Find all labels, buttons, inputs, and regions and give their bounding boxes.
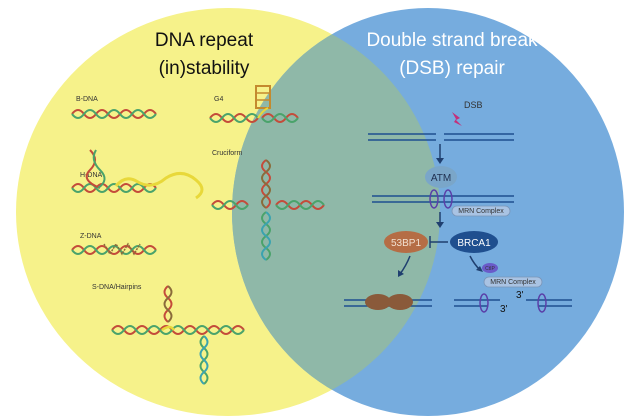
mrn-complex-1 (451, 205, 511, 217)
hr-resection-result (454, 293, 572, 313)
mrn-complex-2-label: MRN Complex (490, 279, 536, 286)
atm-label: ATM (431, 173, 451, 184)
dsb-lightning-icon (452, 112, 462, 126)
cruciform-label: Cruciform (212, 150, 243, 157)
right-title-line2: (DSB) repair (399, 58, 505, 79)
ctip-label: CtIP (485, 266, 495, 272)
bdna-label: B-DNA (76, 96, 98, 103)
left-title-line2: (in)stability (159, 58, 250, 79)
brca1-node (450, 231, 498, 253)
hdna-label: H-DNA (80, 172, 102, 179)
arrowhead-icon (436, 222, 444, 228)
arrowhead-icon (436, 158, 444, 164)
arrowhead-icon (476, 266, 483, 272)
dsb-label: DSB (464, 100, 483, 110)
overlap-helix-top (261, 113, 299, 123)
dsb-dna (368, 133, 514, 141)
mrn-complex-1-label: MRN Complex (458, 208, 504, 215)
arrowhead-icon (398, 270, 404, 277)
p53bp1-node (384, 231, 428, 253)
mrn-complex-2 (483, 276, 543, 288)
bdna-helix (71, 109, 157, 119)
zdna-structure (71, 242, 157, 256)
right-title-line1: Double strand break (366, 30, 538, 51)
zdna-label: Z-DNA (80, 233, 102, 240)
three-prime-label-1: 3' (500, 304, 508, 315)
sdna-structure (111, 285, 245, 385)
g4-label: G4 (214, 96, 223, 103)
atm-dna (372, 189, 514, 209)
ctip-node (482, 263, 498, 273)
three-prime-label-2: 3' (516, 290, 524, 301)
left-title-line1: DNA repeat (155, 30, 254, 51)
p53bp1-label: 53BP1 (391, 238, 421, 249)
hdna-structure (71, 149, 204, 200)
atm-node (425, 166, 457, 188)
brca1-label: BRCA1 (457, 238, 491, 249)
nhej-result (344, 294, 432, 310)
sdna-label: S-DNA/Hairpins (92, 284, 142, 291)
overlap-region (232, 8, 440, 416)
g4-structure (209, 85, 271, 123)
cruciform-structure (211, 159, 325, 261)
